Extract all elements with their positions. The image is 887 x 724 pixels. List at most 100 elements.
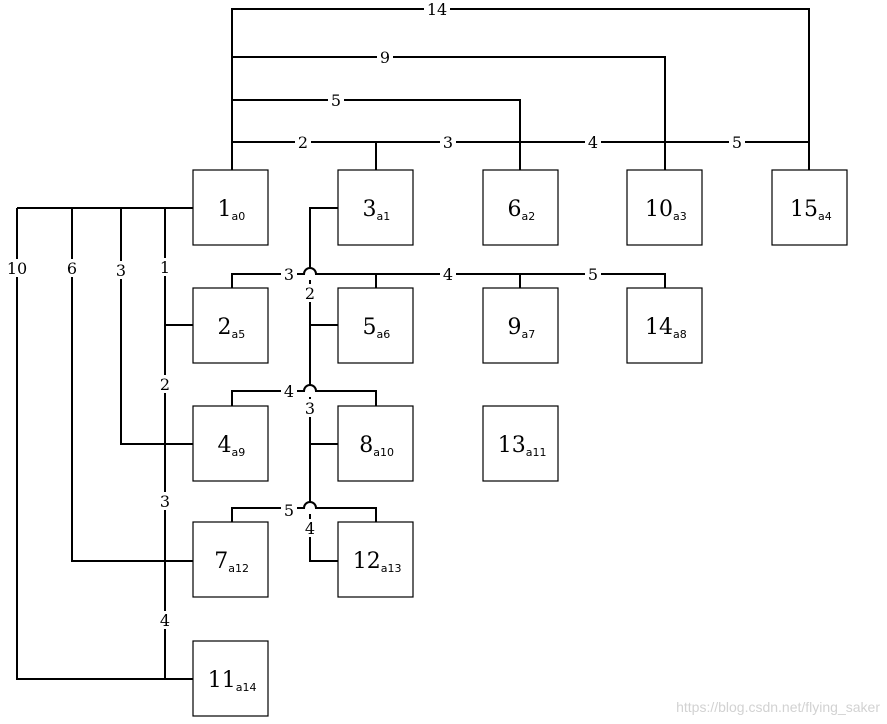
node-value: 7a12 bbox=[214, 549, 249, 575]
node-value: 6a2 bbox=[508, 197, 536, 223]
edges bbox=[16, 8, 810, 680]
node-rect bbox=[192, 405, 269, 482]
node-rect bbox=[337, 521, 414, 598]
node-value: 9a7 bbox=[508, 315, 536, 341]
node-subscript: a8 bbox=[673, 328, 687, 341]
node-value-text: 8 bbox=[359, 433, 373, 458]
node-rect bbox=[337, 169, 414, 246]
node-subscript: a6 bbox=[377, 328, 391, 341]
node-box-5: 5a6 bbox=[337, 287, 414, 364]
node-subscript: a2 bbox=[522, 210, 536, 223]
node-value: 5a6 bbox=[363, 315, 391, 341]
node-value: 15a4 bbox=[790, 197, 832, 223]
edge-left-6 bbox=[71, 208, 193, 562]
node-rect bbox=[482, 405, 559, 482]
node-subscript: a9 bbox=[232, 446, 246, 459]
node-value: 10a3 bbox=[645, 197, 687, 223]
node-value-text: 5 bbox=[363, 315, 377, 340]
label-4-row2: 4 bbox=[443, 265, 453, 284]
node-box-7: 7a12 bbox=[192, 521, 269, 598]
node-value: 1a0 bbox=[218, 197, 246, 223]
node-value-text: 11 bbox=[208, 668, 236, 693]
node-box-15: 15a4 bbox=[771, 169, 848, 246]
node-subscript: a0 bbox=[232, 210, 246, 223]
node-box-14: 14a8 bbox=[626, 287, 703, 364]
label-2-mid: 2 bbox=[305, 284, 315, 303]
node-subscript: a1 bbox=[377, 210, 391, 223]
node-value: 8a10 bbox=[359, 433, 394, 459]
node-rect bbox=[482, 287, 559, 364]
node-value-text: 4 bbox=[218, 433, 232, 458]
label-5-row2: 5 bbox=[588, 265, 598, 284]
label-6-left: 6 bbox=[67, 259, 77, 278]
label-2-top: 2 bbox=[298, 133, 308, 152]
node-value-text: 1 bbox=[218, 197, 232, 222]
label-3-top: 3 bbox=[443, 133, 453, 152]
label-4-top: 4 bbox=[588, 133, 598, 152]
label-1-left: 1 bbox=[160, 258, 170, 277]
node-value: 14a8 bbox=[645, 315, 687, 341]
node-rect bbox=[771, 169, 848, 246]
edge-left-10 bbox=[16, 208, 193, 680]
node-box-13: 13a11 bbox=[482, 405, 559, 482]
node-box-6: 6a2 bbox=[482, 169, 559, 246]
node-subscript: a5 bbox=[232, 328, 246, 341]
node-rect bbox=[482, 169, 559, 246]
node-box-4: 4a9 bbox=[192, 405, 269, 482]
node-subscript: a11 bbox=[526, 446, 547, 459]
label-5-row4: 5 bbox=[284, 501, 294, 520]
label-14: 14 bbox=[427, 0, 447, 19]
node-rect bbox=[192, 287, 269, 364]
label-4-row3: 4 bbox=[284, 382, 294, 401]
node-value-text: 3 bbox=[363, 197, 377, 222]
node-value-text: 7 bbox=[214, 549, 228, 574]
node-box-1: 1a0 bbox=[192, 169, 269, 246]
label-4-left: 4 bbox=[160, 611, 170, 630]
node-box-10: 10a3 bbox=[626, 169, 703, 246]
label-3-row2: 3 bbox=[284, 265, 294, 284]
node-rect bbox=[192, 169, 269, 246]
edge-1-to-10 bbox=[232, 56, 666, 170]
node-rect bbox=[192, 640, 269, 717]
node-value: 13a11 bbox=[498, 433, 547, 459]
node-value: 11a14 bbox=[208, 668, 257, 694]
edge-labels: 14 9 5 2 3 4 5 3 4 5 4 5 2 3 4 10 6 3 bbox=[4, 0, 745, 630]
edge-1-to-15 bbox=[231, 8, 810, 170]
node-subscript: a14 bbox=[236, 681, 257, 694]
label-9: 9 bbox=[380, 48, 390, 67]
node-rect bbox=[626, 169, 703, 246]
node-value: 4a9 bbox=[218, 433, 246, 459]
node-subscript: a4 bbox=[818, 210, 832, 223]
node-box-8: 8a10 bbox=[337, 405, 414, 482]
node-subscript: a13 bbox=[381, 562, 402, 575]
node-value-text: 12 bbox=[353, 549, 381, 574]
node-rect bbox=[337, 405, 414, 482]
node-box-9: 9a7 bbox=[482, 287, 559, 364]
node-value-text: 10 bbox=[645, 197, 673, 222]
label-3b-left: 3 bbox=[160, 492, 170, 511]
node-value-text: 2 bbox=[218, 315, 232, 340]
label-4-mid: 4 bbox=[305, 519, 315, 538]
label-10-left: 10 bbox=[7, 259, 27, 278]
label-2-left: 2 bbox=[160, 375, 170, 394]
node-value: 12a13 bbox=[353, 549, 402, 575]
node-subscript: a10 bbox=[373, 446, 394, 459]
node-value-text: 6 bbox=[508, 197, 522, 222]
label-3-left: 3 bbox=[116, 261, 126, 280]
node-box-11: 11a14 bbox=[192, 640, 269, 717]
watermark: https://blog.csdn.net/flying_saker bbox=[676, 699, 880, 715]
edge-left-3 bbox=[120, 208, 193, 445]
node-box-3: 3a1 bbox=[337, 169, 414, 246]
node-value-text: 13 bbox=[498, 433, 526, 458]
node-value: 2a5 bbox=[218, 315, 246, 341]
node-value-text: 15 bbox=[790, 197, 818, 222]
node-value-text: 9 bbox=[508, 315, 522, 340]
node-box-12: 12a13 bbox=[337, 521, 414, 598]
label-3-mid: 3 bbox=[305, 399, 315, 418]
node-subscript: a3 bbox=[673, 210, 687, 223]
node-rect bbox=[192, 521, 269, 598]
label-5-top-right: 5 bbox=[732, 133, 742, 152]
node-rect bbox=[626, 287, 703, 364]
